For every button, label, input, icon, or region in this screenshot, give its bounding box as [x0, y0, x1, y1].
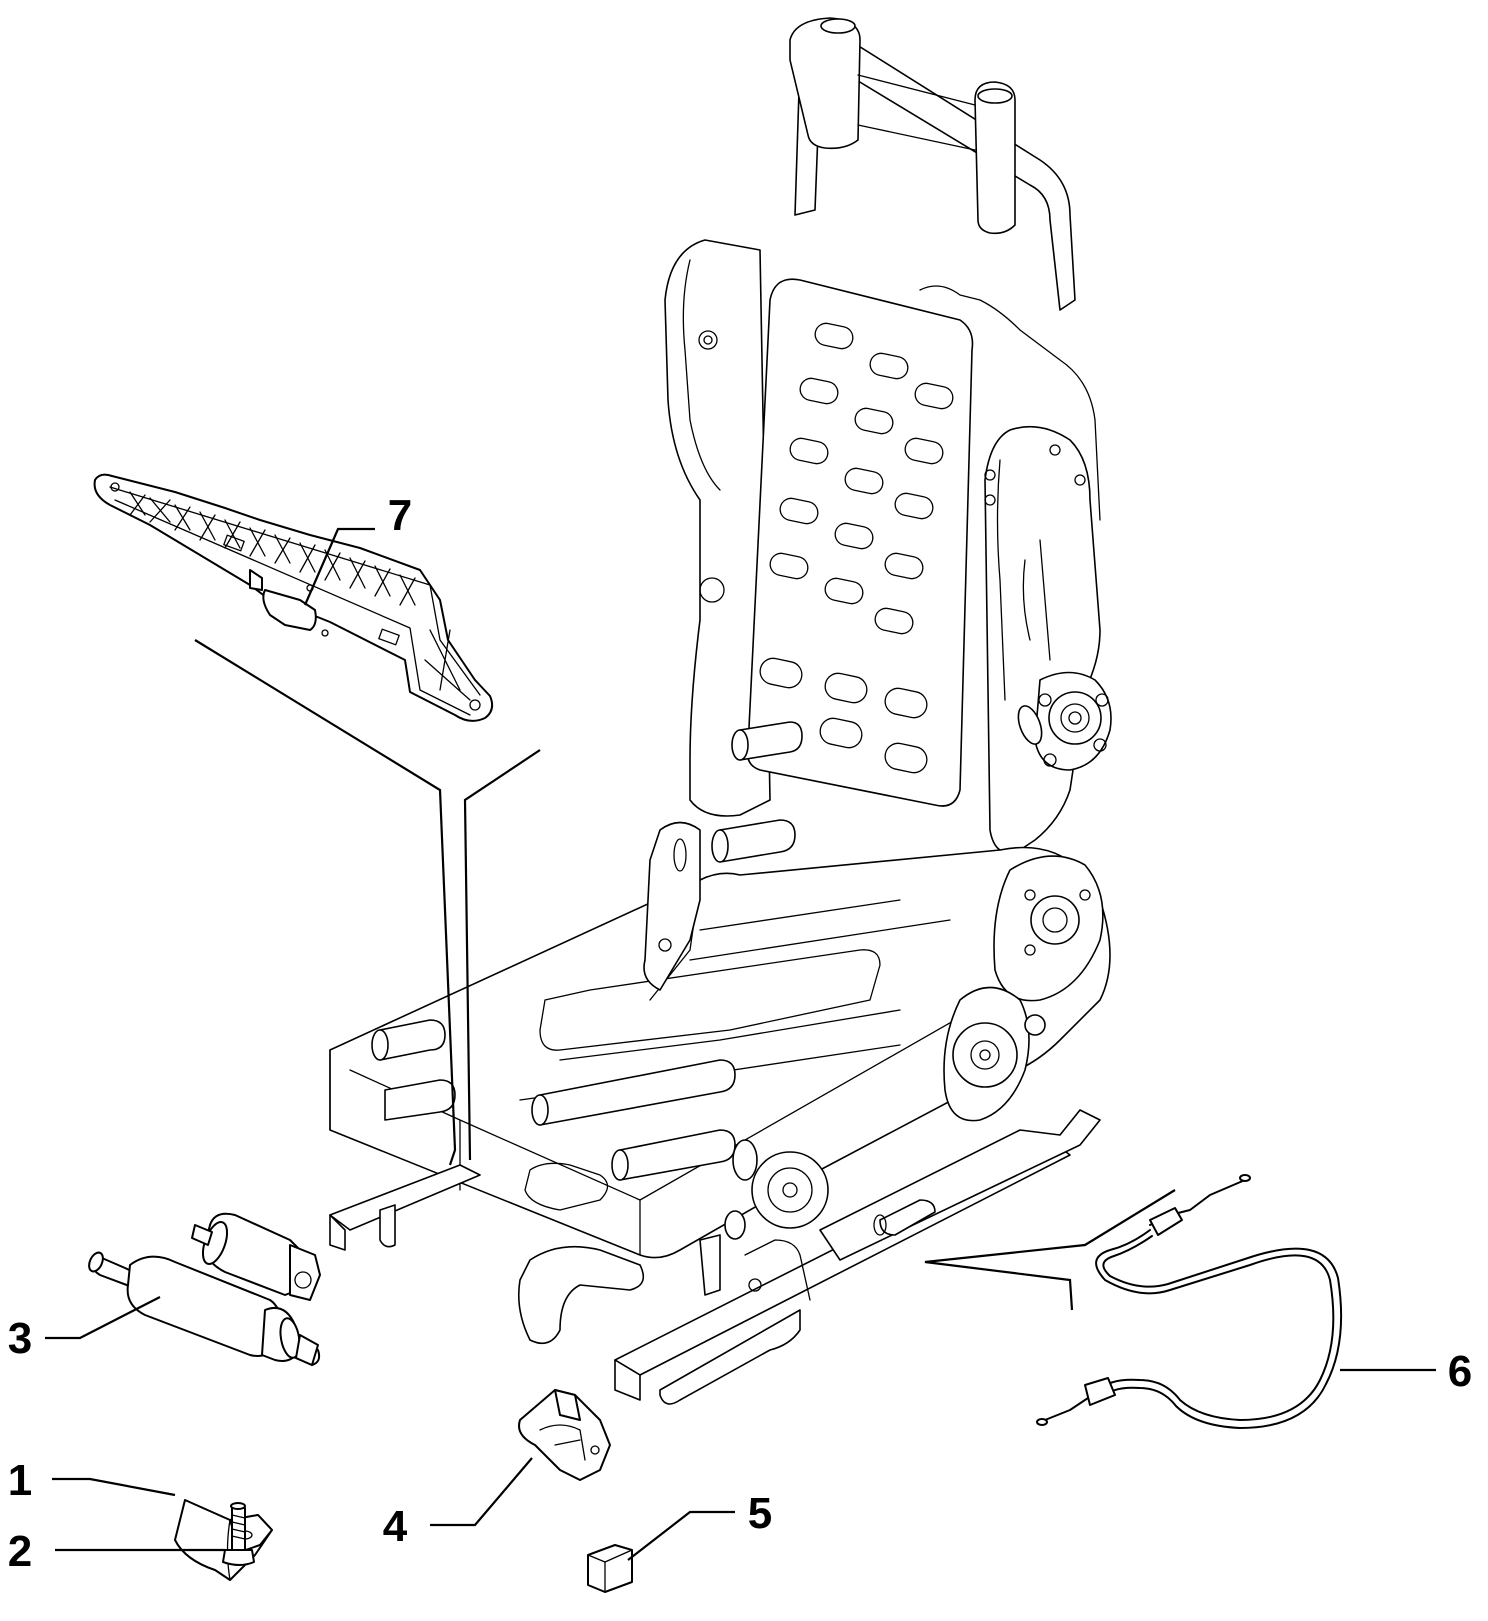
- part-1-cover-cap: [174, 1499, 273, 1581]
- leader-line-6-frame: [924, 1189, 1176, 1311]
- lumbar-support-panel: [746, 278, 1101, 807]
- leader-line-3: [45, 1296, 161, 1340]
- callout-labels: 7 3 1 2 4 5 6: [8, 491, 1472, 1576]
- callout-5: 5: [748, 1489, 772, 1538]
- callout-4: 4: [383, 1502, 408, 1551]
- part-4-bracket-clip: [518, 1389, 611, 1481]
- callout-1: 1: [8, 1456, 32, 1505]
- seat-base-frame: [329, 721, 1111, 1259]
- callout-2: 2: [8, 1527, 32, 1576]
- part-3-gear-motor: [191, 1212, 321, 1301]
- leader-line-5: [627, 1510, 735, 1561]
- seat-frame-assembly: [329, 17, 1112, 1405]
- leader-line-7: [303, 527, 375, 606]
- bracket-ribs: [129, 491, 471, 701]
- callout-6: 6: [1448, 1347, 1472, 1396]
- part-3-motor-actuator: [88, 1251, 321, 1366]
- callout-3: 3: [8, 1314, 32, 1363]
- leader-line-4: [430, 1457, 533, 1527]
- part-6-control-cable: [1036, 1174, 1343, 1429]
- leader-lines: [45, 527, 1436, 1561]
- lumbar-panel-slots: [759, 322, 954, 774]
- seat-rails: [329, 1109, 1101, 1405]
- leader-line-1: [52, 1477, 176, 1497]
- part-2-bolt: [222, 1502, 255, 1566]
- recliner-knob: [1017, 671, 1112, 771]
- seat-back-frame: [789, 17, 1076, 311]
- leader-line-7-frame-b: [463, 749, 541, 1161]
- seat-back-left-side-panel: [664, 239, 771, 817]
- part-5-end-cap: [587, 1544, 633, 1593]
- part-7-side-bracket: [93, 473, 494, 722]
- callout-7: 7: [388, 491, 412, 540]
- front-pinion-gear: [724, 1139, 829, 1240]
- height-adjust-plate: [943, 986, 1046, 1122]
- rear-pivot-plate: [993, 855, 1104, 1002]
- seat-back-right-side-panel: [984, 425, 1112, 854]
- leader-line-7-frame: [194, 639, 457, 1166]
